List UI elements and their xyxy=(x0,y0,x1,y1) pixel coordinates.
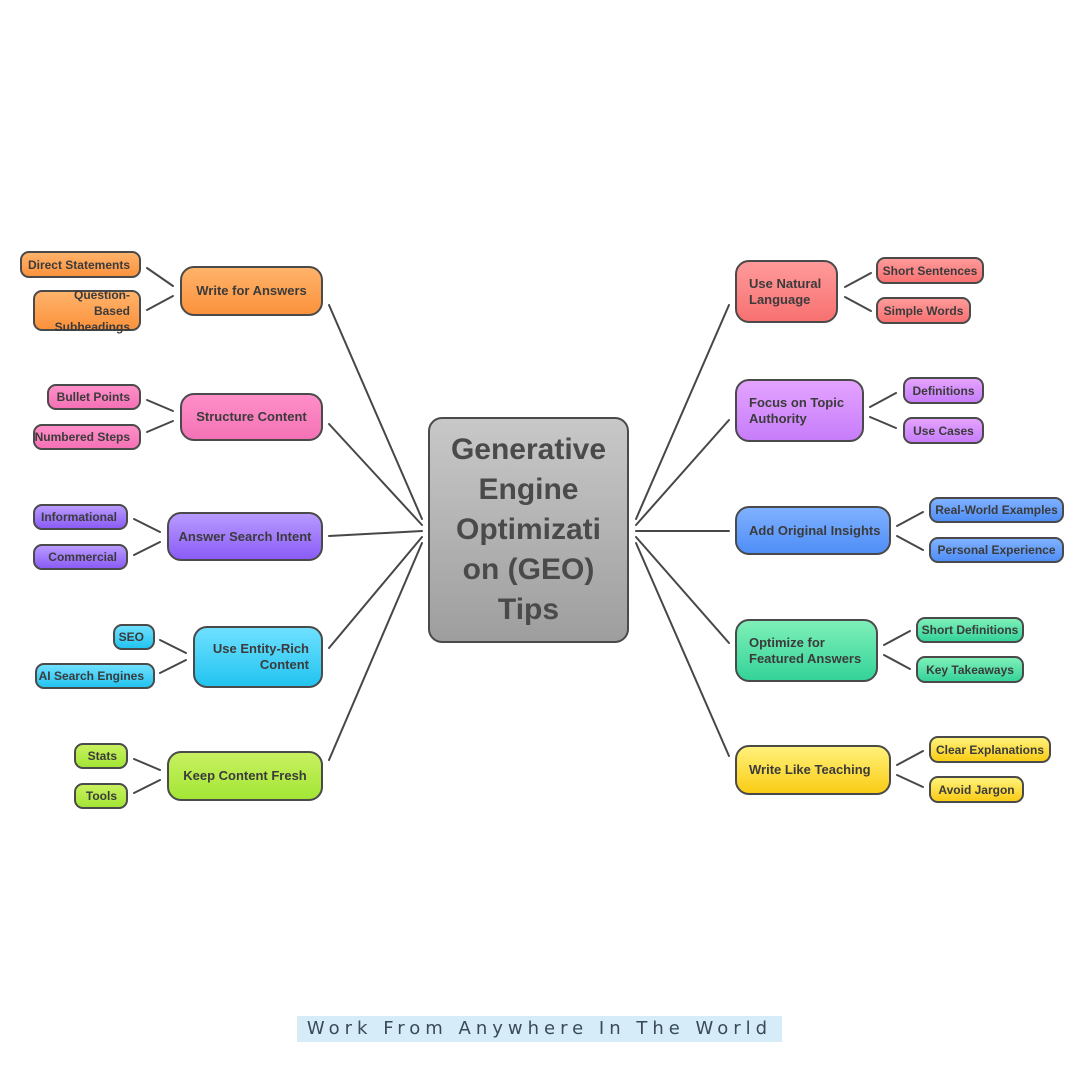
connector-line xyxy=(159,659,187,674)
central-topic: Generative Engine Optimizati on (GEO) Ti… xyxy=(428,417,629,643)
connector-line xyxy=(635,536,730,644)
connector-line xyxy=(159,639,187,654)
connector-line xyxy=(328,423,423,526)
connector-line xyxy=(328,542,423,761)
connector-line xyxy=(328,536,423,649)
connector-line xyxy=(146,295,174,311)
leaf-key-takeaways: Key Takeaways xyxy=(916,656,1024,683)
connector-line xyxy=(844,272,872,288)
connector-line xyxy=(896,750,924,766)
branch-optimize-for-featured-answers: Optimize for Featured Answers xyxy=(735,619,878,682)
leaf-informational: Informational xyxy=(33,504,128,530)
leaf-commercial: Commercial xyxy=(33,544,128,570)
connector-line xyxy=(146,267,174,287)
connector-line xyxy=(883,630,911,646)
leaf-real-world-examples: Real-World Examples xyxy=(929,497,1064,523)
connector-line xyxy=(133,758,161,771)
leaf-seo: SEO xyxy=(113,624,155,650)
branch-structure-content: Structure Content xyxy=(180,393,323,441)
leaf-stats: Stats xyxy=(74,743,128,769)
connector-line xyxy=(869,392,897,408)
connector-line xyxy=(896,511,924,527)
connector-line xyxy=(133,541,161,556)
connector-line xyxy=(844,296,872,312)
leaf-short-sentences: Short Sentences xyxy=(876,257,984,284)
leaf-short-definitions: Short Definitions xyxy=(916,617,1024,643)
connector-line xyxy=(635,304,730,520)
leaf-clear-explanations: Clear Explanations xyxy=(929,736,1051,763)
branch-use-natural-language: Use Natural Language xyxy=(735,260,838,323)
connector-line xyxy=(896,535,924,551)
connector-line xyxy=(328,530,423,537)
connector-line xyxy=(635,542,730,757)
leaf-bullet-points: Bullet Points xyxy=(47,384,141,410)
branch-keep-content-fresh: Keep Content Fresh xyxy=(167,751,323,801)
connector-line xyxy=(133,779,161,794)
leaf-definitions: Definitions xyxy=(903,377,984,404)
connector-line xyxy=(146,399,174,412)
leaf-direct-statements: Direct Statements xyxy=(20,251,141,278)
leaf-avoid-jargon: Avoid Jargon xyxy=(929,776,1024,803)
connector-line xyxy=(883,654,911,670)
footer-tagline: Work From Anywhere In The World xyxy=(297,1016,782,1042)
branch-write-for-answers: Write for Answers xyxy=(180,266,323,316)
branch-focus-on-topic-authority: Focus on Topic Authority xyxy=(735,379,864,442)
leaf-use-cases: Use Cases xyxy=(903,417,984,444)
connector-line xyxy=(635,419,730,526)
leaf-question-based-subheadings: Question-Based Subheadings xyxy=(33,288,141,334)
leaf-tools: Tools xyxy=(74,783,128,809)
leaf-ai-search-engines: AI Search Engines xyxy=(35,663,155,689)
leaf-numbered-steps: Numbered Steps xyxy=(33,424,141,450)
connector-line xyxy=(146,420,174,433)
branch-add-original-insights: Add Original Insights xyxy=(735,506,891,555)
leaf-simple-words: Simple Words xyxy=(876,297,971,324)
branch-use-entity-rich-content: Use Entity-Rich Content xyxy=(193,626,323,688)
connector-line xyxy=(869,416,897,429)
leaf-personal-experience: Personal Experience xyxy=(929,537,1064,563)
connector-line xyxy=(133,518,161,533)
connector-line xyxy=(896,774,924,788)
branch-answer-search-intent: Answer Search Intent xyxy=(167,512,323,561)
connector-line xyxy=(328,304,423,520)
branch-write-like-teaching: Write Like Teaching xyxy=(735,745,891,795)
